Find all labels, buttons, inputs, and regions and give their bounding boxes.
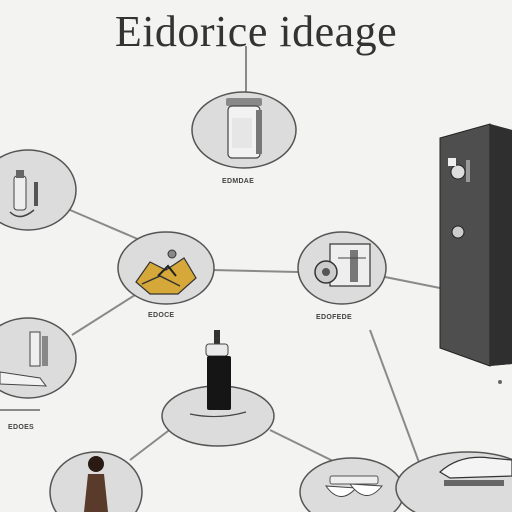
node-bottom-left	[49, 451, 143, 512]
node-bottom-far-right	[395, 451, 512, 512]
edge-lefttop-center	[69, 209, 141, 241]
bowls-icon	[324, 475, 383, 497]
edges	[0, 46, 441, 466]
label-right-node: EDOFEDE	[316, 314, 352, 321]
node-left-top	[0, 149, 77, 231]
bottle-icon	[189, 330, 247, 418]
edge-bottom-bottomleft	[129, 427, 173, 461]
edge-right-bottomright	[369, 329, 421, 466]
node-bottom-center	[161, 330, 275, 447]
node-bottom-right	[299, 457, 405, 512]
label-left-node: EDOES	[8, 424, 35, 431]
perfume-bottle-icon	[9, 170, 38, 218]
right-cabinet	[439, 123, 512, 384]
machine-icon	[314, 243, 371, 287]
jewelry-pile-icon	[135, 249, 197, 295]
label-top-node: EDMDAE	[222, 178, 255, 185]
node-top	[191, 91, 297, 169]
cabinet-icon	[448, 158, 470, 239]
kitchen-tools-icon	[0, 331, 48, 387]
vase-icon	[84, 456, 108, 512]
node-left	[0, 317, 77, 399]
edge-center-right	[211, 269, 299, 273]
edge-center-left	[71, 294, 136, 336]
edge-right-cabinet	[379, 275, 441, 289]
jar-icon	[226, 98, 262, 159]
node-center	[117, 231, 215, 305]
edge-bottom-bottomright	[269, 429, 336, 463]
shoe-icon	[438, 456, 512, 486]
node-right	[297, 231, 387, 305]
diagram-title: Eidorice ideage	[114, 7, 398, 56]
label-center-node: EDOCE	[148, 312, 175, 319]
